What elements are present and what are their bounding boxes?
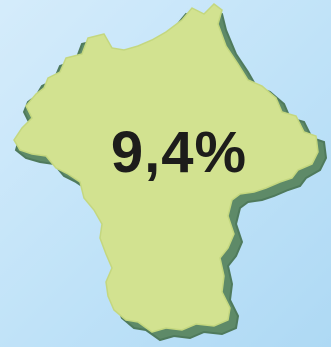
region-fill	[13, 3, 319, 333]
region-value-label: 9,4%	[110, 120, 248, 185]
